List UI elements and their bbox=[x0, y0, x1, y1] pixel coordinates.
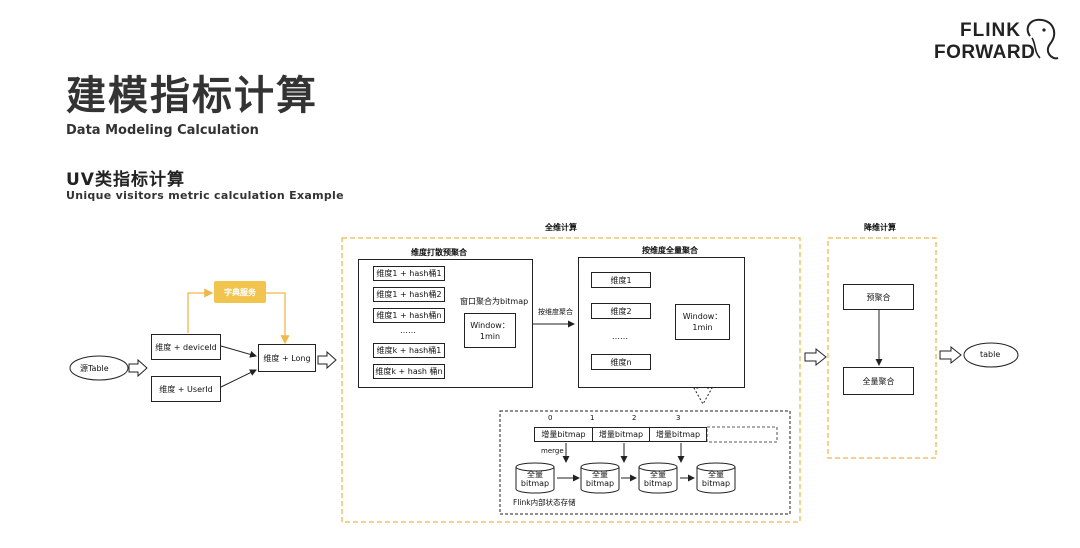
flink-forward-logo: FLINK FORWARD bbox=[934, 18, 1064, 68]
pre-agg-item: 维度1 + hash桶1 bbox=[373, 266, 445, 281]
state-index: 2 bbox=[632, 414, 637, 422]
pre-agg-node: 预聚合 bbox=[843, 284, 914, 310]
pre-agg-item: 维度k + hash 桶n bbox=[373, 364, 445, 379]
section-subtitle: Unique visitors metric calculation Examp… bbox=[66, 189, 344, 202]
dim-user-node: 维度 + UserId bbox=[151, 376, 221, 402]
page-title: 建模指标计算 bbox=[66, 73, 318, 119]
dict-service-node: 字典服务 bbox=[214, 281, 266, 303]
full-agg-item: 维度1 bbox=[591, 272, 651, 288]
full-agg-node: 全量聚合 bbox=[843, 367, 914, 395]
full-dim-container bbox=[341, 237, 801, 523]
reduce-dim-calc-label: 降维计算 bbox=[864, 223, 896, 232]
pre-agg-item: 维度1 + hash桶2 bbox=[373, 287, 445, 302]
block-arrow-long bbox=[317, 350, 337, 370]
logo-line1: FLINK bbox=[960, 20, 1021, 41]
incr-bitmap-node: 增量bitmap bbox=[592, 427, 650, 442]
source-table-label: 源Table bbox=[80, 364, 109, 373]
state-store-label: Flink内部状态存储 bbox=[513, 498, 576, 507]
pre-agg-item: 维度1 + hash桶n bbox=[373, 308, 445, 323]
full-agg-title: 按维度全量聚合 bbox=[642, 246, 698, 255]
state-index: 0 bbox=[548, 414, 553, 422]
source-table-node bbox=[69, 355, 129, 381]
window-node-2: Window： 1min bbox=[675, 304, 730, 340]
state-store-container bbox=[499, 410, 791, 515]
full-bitmap-label: 全量 bitmap bbox=[585, 470, 615, 488]
full-agg-ellipsis: …… bbox=[612, 332, 628, 341]
block-arrow-source bbox=[128, 358, 148, 378]
reduce-dim-container bbox=[827, 237, 937, 459]
pre-agg-title: 维度打散预聚合 bbox=[411, 248, 467, 257]
state-index: 1 bbox=[590, 414, 595, 422]
full-bitmap-node: 全量 bitmap bbox=[580, 462, 620, 494]
window-agg-label: 窗口聚合为bitmap bbox=[460, 297, 529, 306]
section-title: UV类指标计算 bbox=[66, 170, 185, 190]
full-dim-calc-label: 全维计算 bbox=[545, 223, 577, 232]
incr-bitmap-node: 增量bitmap bbox=[534, 427, 593, 442]
full-bitmap-node: 全量 bitmap bbox=[515, 462, 555, 494]
by-dim-agg-label: 按维度聚合 bbox=[538, 308, 573, 316]
pre-agg-ellipsis: …… bbox=[400, 326, 416, 335]
dim-device-node: 维度 + deviceId bbox=[151, 334, 221, 360]
state-index: 3 bbox=[676, 414, 681, 422]
squirrel-icon bbox=[1026, 18, 1059, 60]
merge-label: merge bbox=[541, 447, 564, 455]
incr-bitmap-node: 增量bitmap bbox=[649, 427, 707, 442]
sink-table-label: table bbox=[980, 350, 1001, 359]
full-agg-item: 维度n bbox=[591, 354, 651, 370]
block-arrow-sink bbox=[939, 345, 962, 365]
full-bitmap-node: 全量 bitmap bbox=[638, 462, 678, 494]
full-agg-item: 维度2 bbox=[591, 303, 651, 319]
block-arrow-full bbox=[804, 347, 827, 367]
dim-long-node: 维度 + Long bbox=[258, 344, 316, 372]
pre-agg-item: 维度k + hash桶1 bbox=[373, 343, 445, 358]
full-bitmap-label: 全量 bitmap bbox=[520, 470, 550, 488]
full-bitmap-label: 全量 bitmap bbox=[701, 470, 731, 488]
page-subtitle: Data Modeling Calculation bbox=[66, 123, 259, 138]
logo-line2: FORWARD bbox=[934, 42, 1036, 63]
window-node: Window： 1min bbox=[464, 313, 516, 348]
full-bitmap-label: 全量 bitmap bbox=[643, 470, 673, 488]
full-bitmap-node: 全量 bitmap bbox=[696, 462, 736, 494]
sink-table-node bbox=[963, 342, 1019, 368]
